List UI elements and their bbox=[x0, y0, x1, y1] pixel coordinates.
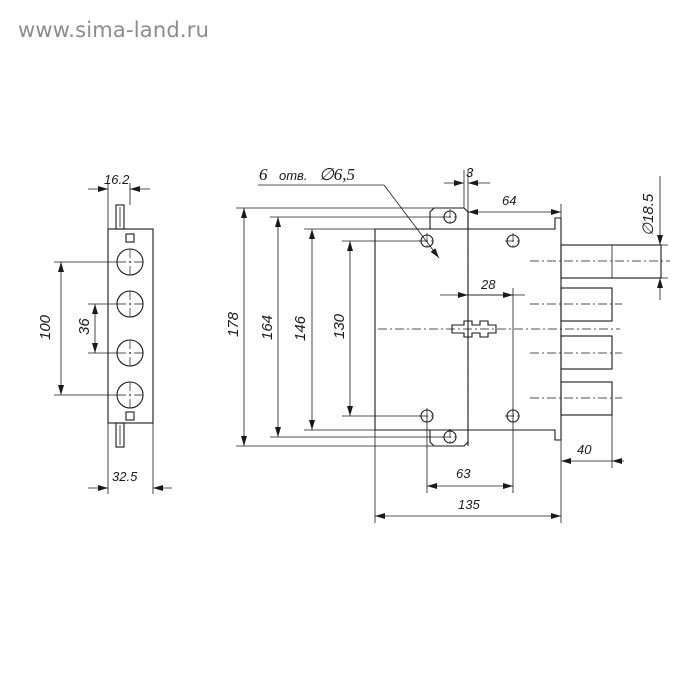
dim-146: 146 bbox=[292, 315, 309, 341]
dim-64: 64 bbox=[502, 193, 516, 208]
dim-63: 63 bbox=[456, 466, 471, 481]
dim-18-5: ∅18.5 bbox=[640, 193, 657, 236]
side-faceplate bbox=[107, 228, 154, 424]
watermark-text: www.sima-land.ru bbox=[18, 18, 210, 42]
faceplate-hole-bottom bbox=[442, 429, 458, 445]
dim-130: 130 bbox=[331, 313, 348, 339]
hole-abbr: отв. bbox=[279, 168, 307, 183]
dim-28: 28 bbox=[480, 277, 496, 292]
dim-36: 36 bbox=[76, 318, 93, 335]
side-view: 16.2 100 36 32.5 bbox=[37, 172, 172, 494]
mount-hole-tr bbox=[505, 233, 521, 249]
side-bolt-4 bbox=[116, 381, 144, 409]
bolt-4 bbox=[530, 381, 622, 416]
side-square-top bbox=[125, 233, 135, 243]
faceplate-hole-top bbox=[442, 209, 458, 225]
dim-16-2: 16.2 bbox=[104, 172, 130, 187]
hole-diameter: ∅6,5 bbox=[319, 165, 355, 184]
side-bolt-1 bbox=[116, 248, 144, 276]
dim-32-5: 32.5 bbox=[112, 469, 138, 484]
dim-135: 135 bbox=[458, 497, 480, 512]
bolt-3 bbox=[530, 335, 622, 370]
dim-100: 100 bbox=[37, 314, 54, 340]
keyhole bbox=[451, 320, 497, 338]
side-bolt-2 bbox=[116, 290, 144, 318]
dim-178: 178 bbox=[225, 311, 242, 337]
dim-3: 3 bbox=[466, 165, 474, 180]
side-top-tab bbox=[115, 204, 125, 230]
hole-callout: 6 отв. ∅6,5 bbox=[259, 165, 355, 184]
front-view: 6 отв. ∅6,5 178 164 146 130 3 64 bbox=[225, 165, 670, 523]
mount-hole-tl bbox=[419, 233, 435, 249]
lock-body bbox=[374, 207, 562, 441]
bolt-2 bbox=[530, 287, 622, 322]
side-bottom-tab bbox=[115, 422, 125, 448]
dim-40: 40 bbox=[577, 442, 592, 457]
dim-164: 164 bbox=[259, 315, 276, 340]
side-square-bottom bbox=[125, 411, 135, 421]
side-bolt-3 bbox=[116, 339, 144, 367]
bolt-top bbox=[530, 244, 670, 279]
hole-count: 6 bbox=[259, 165, 268, 184]
